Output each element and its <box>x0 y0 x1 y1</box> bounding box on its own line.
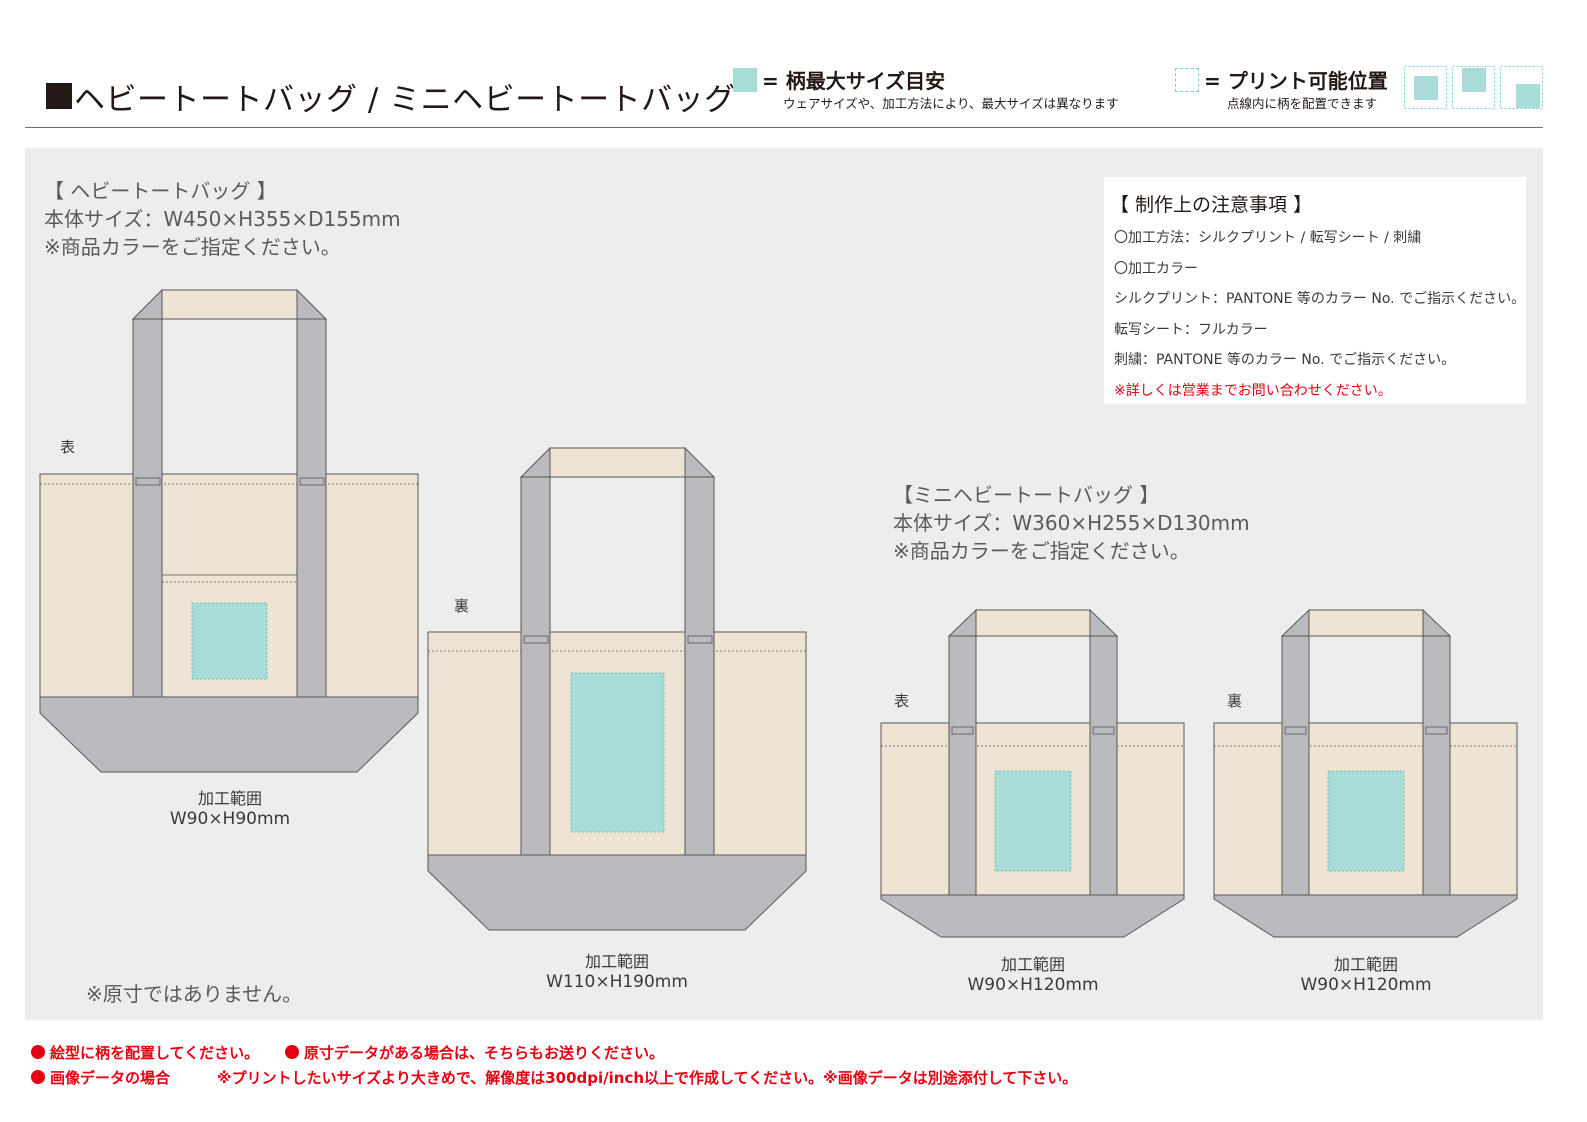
mini-back-range-size: W90×H120mm <box>1300 975 1432 995</box>
heavy-back-print-area <box>570 672 665 833</box>
notes-box <box>1104 177 1526 404</box>
print-example-center-icon <box>1404 66 1447 109</box>
mini-heading: 【ミニヘビートートバッグ 】 <box>893 483 1160 507</box>
notes-line: 〇加工カラー <box>1114 261 1198 277</box>
bullet-dot-icon <box>31 1070 45 1084</box>
page-title: ヘビートートバッグ / ミニヘビートートバッグ <box>74 82 736 118</box>
print-example-top-icon <box>1452 66 1495 109</box>
heavy-back-label: 裏 <box>454 597 470 615</box>
title-square-icon <box>46 83 72 109</box>
footer-line2-b: ※プリントしたいサイズより大きめで、解像度は300dpi/inch以上で作成して… <box>217 1069 1078 1087</box>
heavy-size: 本体サイズ：W450×H355×D155mm <box>44 207 401 231</box>
print-example-icons <box>1404 66 1543 109</box>
legend-max-title: = 柄最大サイズ目安 <box>762 69 946 93</box>
notes-line: 転写シート：フルカラー <box>1114 322 1268 338</box>
print-example-corner-icon <box>1500 66 1543 109</box>
notes-line: 〇加工方法：シルクプリント / 転写シート / 刺繍 <box>1114 230 1422 246</box>
mini-front-label: 表 <box>894 692 910 710</box>
not-actual-size-note: ※原寸ではありません。 <box>86 982 303 1006</box>
max-size-swatch-icon <box>733 68 757 92</box>
heavy-front-range-size: W90×H90mm <box>169 809 291 829</box>
legend-print-title: = プリント可能位置 <box>1204 69 1388 93</box>
heavy-front-range-label: 加工範囲 <box>197 789 262 808</box>
mini-size: 本体サイズ：W360×H255×D130mm <box>893 511 1250 535</box>
notes-title: 【 制作上の注意事項 】 <box>1110 194 1313 216</box>
mini-front-range-label: 加工範囲 <box>1000 955 1065 974</box>
footer-line1-a: 絵型に柄を配置してください。 <box>50 1044 260 1062</box>
notes-line: シルクプリント：PANTONE 等のカラー No. でご指示ください。 <box>1114 291 1526 307</box>
mini-front-print-area <box>994 770 1072 872</box>
legend-print-sub: 点線内に柄を配置できます <box>1227 96 1378 111</box>
bullet-dot-icon <box>31 1045 45 1059</box>
legend-max-sub: ウェアサイズや、加工方法により、最大サイズは異なります <box>783 96 1119 111</box>
heavy-front-print-area <box>191 602 268 680</box>
mini-front-range-size: W90×H120mm <box>967 975 1099 995</box>
footer-line1-b: 原寸データがある場合は、そちらもお送りください。 <box>304 1044 665 1062</box>
print-position-swatch-icon <box>1175 68 1199 92</box>
heavy-front-label: 表 <box>60 438 76 456</box>
mini-back-print-area <box>1327 770 1405 872</box>
heavy-heading: 【 ヘビートートバッグ 】 <box>44 179 277 203</box>
heavy-back-range-size: W110×H190mm <box>546 972 688 992</box>
notes-line: 刺繍：PANTONE 等のカラー No. でご指示ください。 <box>1114 352 1456 368</box>
footer-line2-a: 画像データの場合 <box>50 1069 171 1087</box>
header-rule <box>25 127 1543 128</box>
mini-back-range-label: 加工範囲 <box>1333 955 1398 974</box>
heavy-back-range-label: 加工範囲 <box>584 952 649 971</box>
heavy-color-note: ※商品カラーをご指定ください。 <box>44 235 341 259</box>
notes-warning: ※詳しくは営業までお問い合わせください。 <box>1114 383 1392 399</box>
mini-back-label: 裏 <box>1227 692 1243 710</box>
bullet-dot-icon <box>285 1045 299 1059</box>
mini-color-note: ※商品カラーをご指定ください。 <box>893 539 1190 563</box>
